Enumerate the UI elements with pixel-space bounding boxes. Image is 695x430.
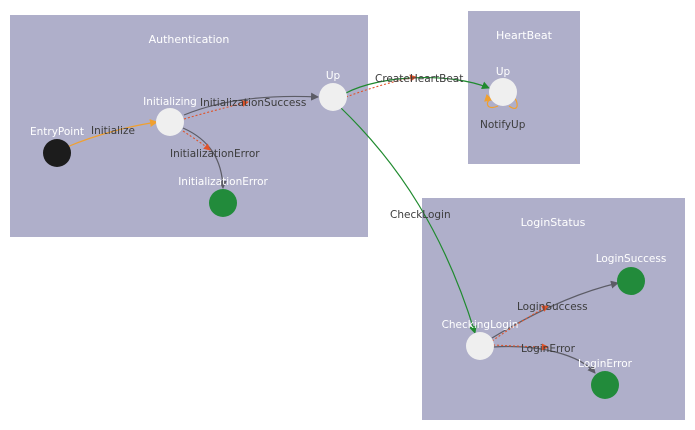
transition-login-success-highlight	[491, 305, 549, 342]
state-login-success[interactable]	[617, 267, 645, 295]
transition-login-error-highlight	[492, 343, 549, 351]
state-entry-point-label: EntryPoint	[30, 126, 84, 138]
state-initialization-error-label: InitializationError	[178, 176, 268, 188]
transition-initialization-error-edge[interactable]	[182, 127, 227, 189]
state-login-error-label: LoginError	[578, 358, 633, 370]
state-initializing-label: Initializing	[143, 96, 197, 108]
state-login-error[interactable]	[591, 371, 619, 399]
state-entry-point[interactable]	[43, 139, 71, 167]
region-loginstatus-title: LoginStatus	[521, 216, 586, 229]
state-login-success-label: LoginSuccess	[596, 253, 667, 265]
transition-initialization-success-highlight	[183, 100, 249, 120]
region-heartbeat-title: HeartBeat	[496, 29, 553, 42]
transition-notify-up-edge-left[interactable]	[484, 94, 499, 108]
state-up-heartbeat-label: Up	[496, 66, 511, 78]
region-authentication[interactable]	[10, 15, 368, 237]
transition-initialize-edge[interactable]	[66, 119, 158, 148]
transition-login-success-label: LoginSuccess	[517, 301, 588, 313]
region-authentication-title: Authentication	[149, 33, 230, 46]
transition-initialization-error-label: InitializationError	[170, 148, 260, 160]
state-checking-login-label: CheckingLogin	[442, 319, 519, 331]
state-up-authentication[interactable]	[319, 83, 347, 111]
transition-initialization-success-label: InitializationSuccess	[200, 97, 306, 109]
state-initializing[interactable]	[156, 108, 184, 136]
state-up-heartbeat[interactable]	[489, 78, 517, 106]
state-initialization-error[interactable]	[209, 189, 237, 217]
transition-check-login-edge[interactable]	[340, 107, 477, 334]
transition-check-login-label: CheckLogin	[390, 209, 451, 221]
transition-create-heartbeat-label: CreateHeartBeat	[375, 73, 463, 85]
transition-initialization-success-edge[interactable]	[183, 92, 319, 116]
state-up-authentication-label: Up	[326, 70, 341, 82]
transition-login-success-edge[interactable]	[491, 280, 619, 339]
transition-notify-up-label: NotifyUp	[480, 119, 526, 131]
region-loginstatus[interactable]	[422, 198, 685, 420]
transition-initialize-label: Initialize	[91, 125, 135, 137]
transition-login-error-label: LoginError	[521, 343, 576, 355]
transition-login-error-edge[interactable]	[492, 345, 596, 374]
state-checking-login[interactable]	[466, 332, 494, 360]
